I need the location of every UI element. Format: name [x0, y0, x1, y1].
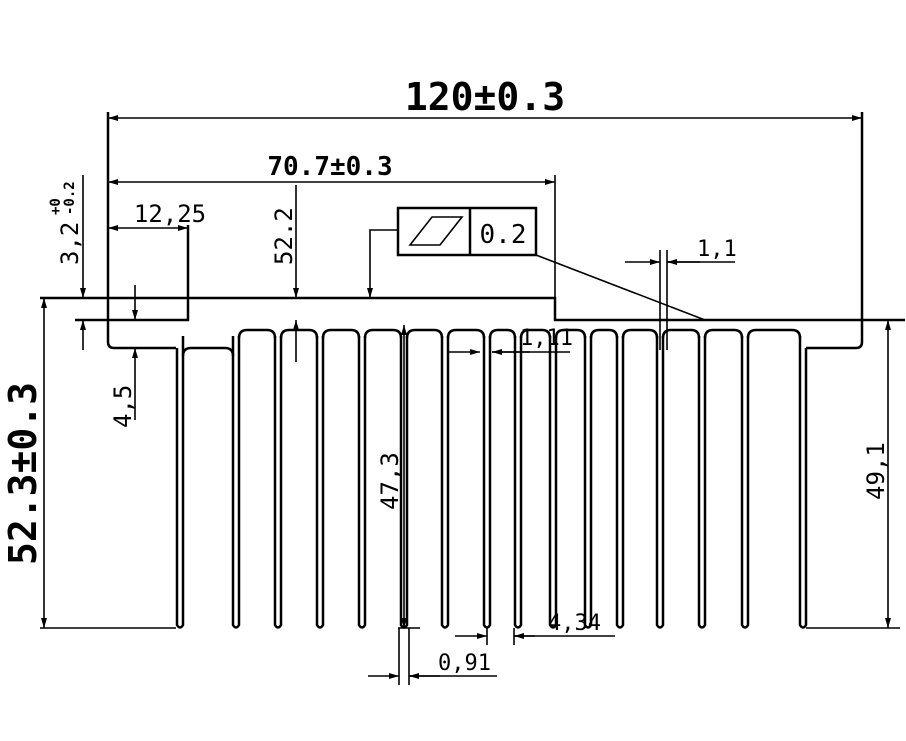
- fin-channel-top: [181, 346, 235, 357]
- fin: [175, 336, 185, 629]
- fin: [583, 336, 593, 629]
- svg-text:4,5: 4,5: [109, 385, 137, 428]
- fin-channel-top: [488, 328, 517, 339]
- fin: [482, 336, 492, 629]
- svg-text:1,1: 1,1: [697, 237, 737, 262]
- svg-text:-0.2: -0.2: [62, 181, 78, 215]
- fin-channel-top: [405, 328, 444, 339]
- fins: [175, 328, 808, 629]
- svg-text:47,3: 47,3: [376, 452, 404, 510]
- dim-flange-thickness: 3,2 +0 -0.2: [48, 175, 86, 350]
- dim-fin-thickness: 0,91: [368, 628, 497, 685]
- fin-channel-top: [589, 328, 619, 339]
- fin-channel-top: [446, 328, 486, 339]
- fin-channel-top: [554, 328, 587, 339]
- fin-channel-top: [661, 328, 701, 339]
- dim-flange-width: 12,25: [108, 200, 206, 231]
- dim-overall-height: 52.3±0.3: [1, 298, 176, 629]
- fin-channel-top: [363, 328, 403, 339]
- heatsink-profile: [40, 112, 905, 350]
- svg-text:120±0.3: 120±0.3: [405, 75, 565, 119]
- fin: [231, 336, 241, 629]
- dim-center: 52.2: [270, 185, 299, 362]
- dim-fin-gap: 1,11: [448, 326, 573, 355]
- fin-channel-top: [746, 328, 802, 339]
- fin: [357, 336, 367, 629]
- fin: [697, 336, 707, 629]
- svg-text:0,91: 0,91: [438, 651, 491, 676]
- svg-text:+0: +0: [48, 198, 64, 215]
- dim-right-fin: 1,1: [625, 237, 737, 350]
- dim-base-thickness: 4,5: [109, 285, 138, 428]
- dim-fin-pitch: 4,34: [455, 611, 615, 645]
- fin-channel-top: [621, 328, 659, 339]
- fin-channel-top: [237, 328, 277, 339]
- fin: [798, 336, 808, 629]
- fin-channel-top: [321, 328, 361, 339]
- flatness-icon: [408, 216, 464, 246]
- fin: [615, 336, 625, 629]
- svg-text:49,1: 49,1: [862, 442, 890, 500]
- dim-overall-width: 120±0.3: [108, 75, 862, 121]
- fin: [655, 336, 665, 629]
- svg-text:4,34: 4,34: [548, 611, 601, 636]
- svg-text:52.2: 52.2: [270, 207, 298, 265]
- fin-channel-top: [703, 328, 744, 339]
- fin: [273, 336, 283, 629]
- fin: [740, 336, 750, 629]
- fin-channel-top: [279, 328, 319, 339]
- svg-text:52.3±0.3: 52.3±0.3: [1, 382, 45, 565]
- fin: [513, 336, 523, 629]
- fin: [315, 336, 325, 629]
- svg-text:0.2: 0.2: [480, 220, 527, 250]
- dim-fin-height: 47,3: [376, 325, 420, 629]
- fin: [548, 336, 558, 629]
- fin: [440, 336, 450, 629]
- svg-text:12,25: 12,25: [134, 200, 206, 228]
- tolerance-frame: 0.2: [367, 206, 706, 321]
- svg-text:70.7±0.3: 70.7±0.3: [267, 152, 392, 182]
- dim-right-height: 49,1: [806, 320, 900, 629]
- svg-text:1,11: 1,11: [520, 326, 573, 351]
- fin-channel-top: [519, 328, 552, 339]
- dim-partial-width: 70.7±0.3: [108, 152, 556, 298]
- svg-text:3,2: 3,2: [56, 222, 84, 265]
